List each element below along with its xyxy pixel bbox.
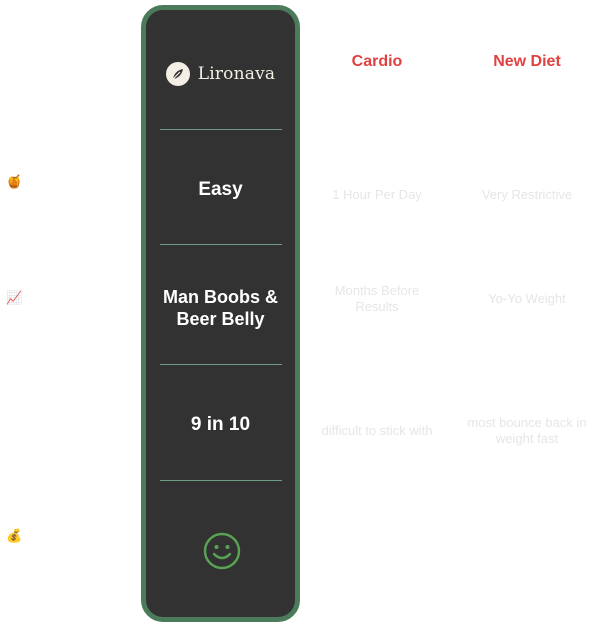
featured-cell-target: Man Boobs & Beer Belly: [163, 287, 278, 329]
brand: Lironava: [146, 62, 295, 86]
column-header-new-diet: New Diet: [493, 53, 561, 70]
smiling-face-icon: [203, 532, 241, 570]
leaf-icon: [165, 62, 190, 86]
featured-cell-rate: 9 in 10: [190, 414, 251, 435]
featured-cell-effort: Easy: [198, 179, 243, 200]
honey-pot-icon: 🍯: [6, 174, 23, 189]
new-diet-cell-weight: Yo-Yo Weight: [488, 291, 566, 306]
brand-name: Lironava: [197, 64, 276, 84]
divider: [160, 244, 282, 245]
column-header-cardio: Cardio: [351, 53, 403, 70]
featured-column-card: Lironava Easy Man Boobs & Beer Belly 9 i…: [141, 5, 300, 622]
cardio-cell-results: Months Before Results: [334, 283, 420, 314]
new-diet-cell-restriction: Very Restrictive: [481, 187, 573, 202]
divider: [160, 129, 282, 130]
money-bag-icon: 💰: [6, 528, 23, 543]
divider: [160, 480, 282, 481]
cardio-cell-time: 1 Hour Per Day: [332, 187, 422, 202]
cardio-cell-adherence: difficult to stick with: [321, 423, 433, 438]
divider: [160, 364, 282, 365]
new-diet-cell-rebound: most bounce back in weight fast: [467, 415, 587, 446]
chart-increasing-icon: 📈: [6, 290, 23, 305]
